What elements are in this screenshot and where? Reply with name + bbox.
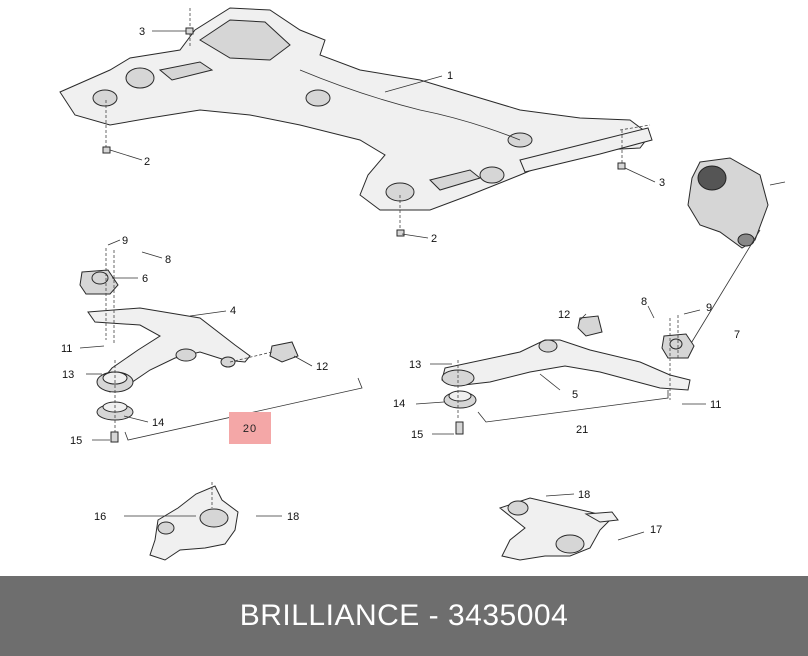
- callout-12: 12: [558, 309, 570, 321]
- callout-6: 6: [142, 273, 148, 285]
- callout-16: 16: [94, 511, 106, 523]
- callout-numbers: 1 2 2 3 3 4 5 6 7 8 8 9 9 11 11 12 12 13…: [61, 26, 740, 536]
- callout-5: 5: [572, 389, 578, 401]
- callout-18: 18: [578, 489, 590, 501]
- callout-11: 11: [61, 343, 72, 355]
- callout-7: 7: [734, 329, 740, 341]
- callout-1: 1: [447, 70, 453, 82]
- callout-14: 14: [393, 398, 405, 410]
- callout-15: 15: [70, 435, 82, 447]
- part-number-title: BRILLIANCE - 3435004: [239, 599, 569, 632]
- callout-2: 2: [431, 233, 437, 245]
- callout-20-highlighted: 20: [242, 423, 258, 435]
- callout-8: 8: [641, 296, 647, 308]
- knuckle-right: [498, 497, 619, 561]
- callout-3: 3: [659, 177, 665, 189]
- subframe-part: [59, 7, 653, 211]
- callout-13: 13: [409, 359, 421, 371]
- callout-14: 14: [152, 417, 164, 429]
- callout-12: 12: [316, 361, 328, 373]
- callout-21: 21: [576, 424, 588, 436]
- callout-18: 18: [287, 511, 299, 523]
- callout-11: 11: [710, 399, 721, 411]
- callout-15: 15: [411, 429, 423, 441]
- group-bracket-21: [477, 390, 669, 423]
- right-control-arm: [441, 315, 695, 435]
- leader-lines: [79, 30, 706, 541]
- footer-bar: BRILLIANCE - 3435004: [0, 576, 808, 656]
- callout-3: 3: [139, 26, 145, 38]
- callout-9: 9: [706, 302, 712, 314]
- callout-9: 9: [122, 235, 128, 247]
- callout-2: 2: [144, 156, 150, 168]
- callout-17: 17: [650, 524, 662, 536]
- callout-8: 8: [165, 254, 171, 266]
- bolts: [102, 27, 626, 237]
- knuckle-left: [149, 482, 239, 561]
- callout-13: 13: [62, 369, 74, 381]
- ball-joint-part: [687, 157, 786, 249]
- exploded-parts-diagram: 1 2 2 3 3 4 5 6 7 8 8 9 9 11 11 12 12 13…: [59, 7, 786, 561]
- left-control-arm: [79, 248, 299, 443]
- callout-4: 4: [230, 305, 236, 317]
- highlight-box-20: [229, 412, 271, 444]
